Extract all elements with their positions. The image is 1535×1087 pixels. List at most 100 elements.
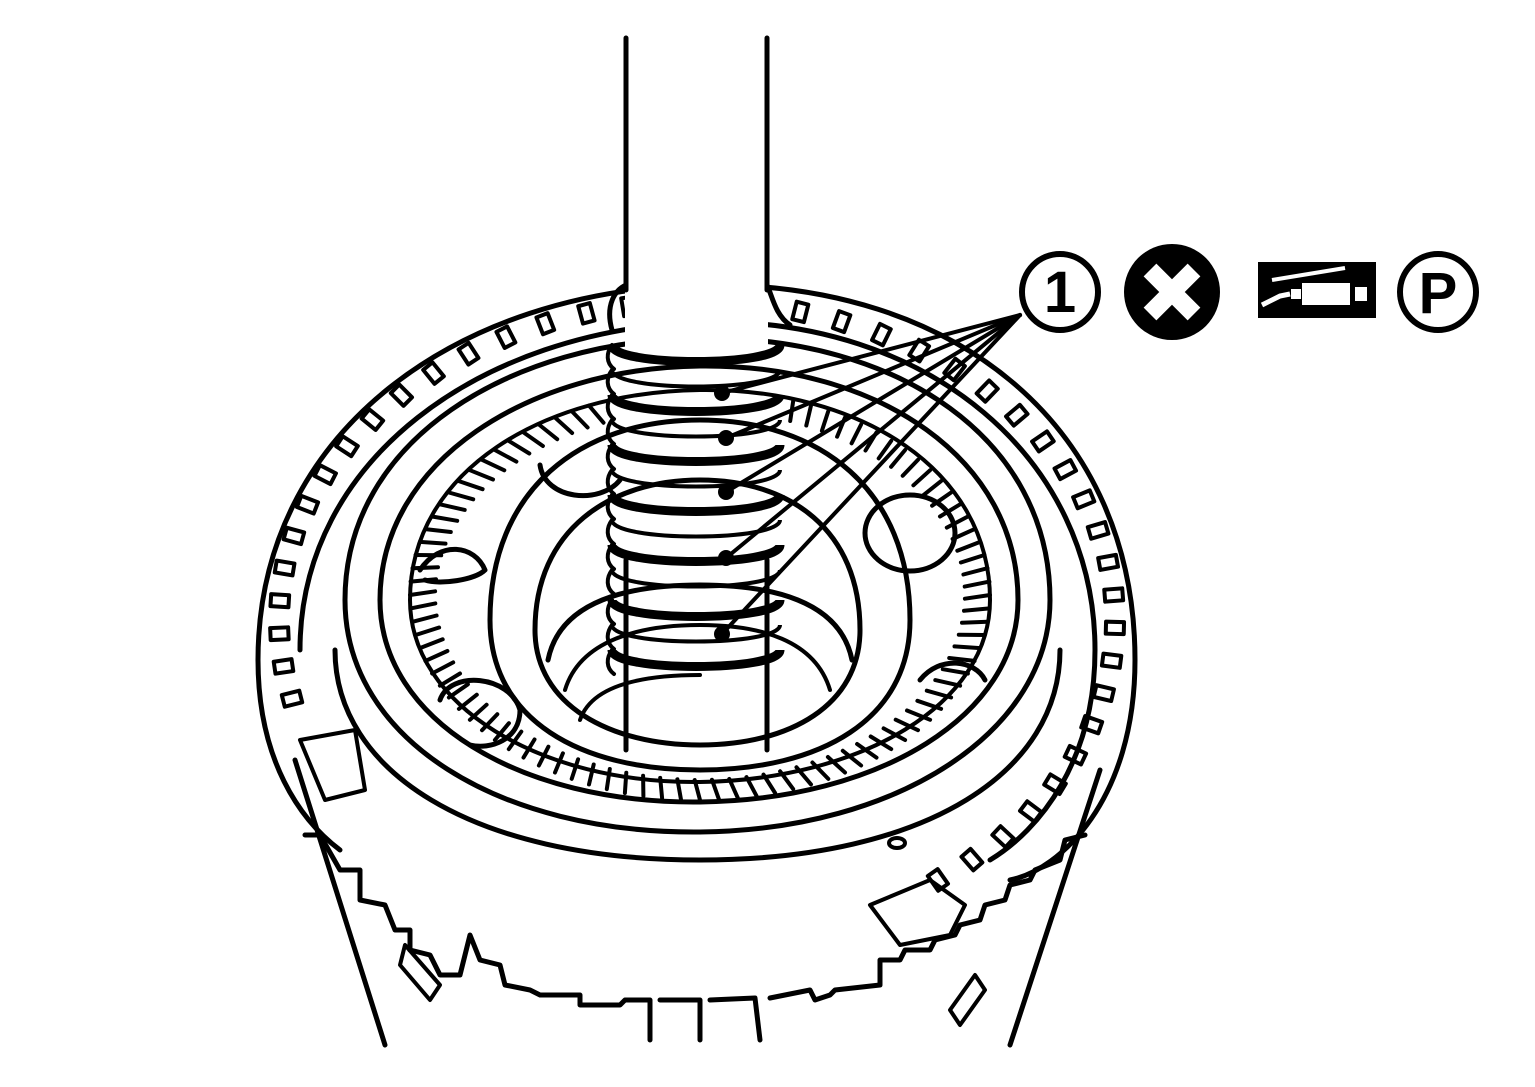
rim-notch [1052,458,1079,482]
seal-ring-edge [605,468,616,496]
petroleum-jelly-tube-icon [1258,262,1376,318]
gear-tooth [417,539,448,546]
gear-tooth [710,777,721,802]
rim-notch [990,824,1016,850]
gear-tooth [962,579,992,589]
gear-tooth [413,625,442,637]
gear-tooth [437,502,467,512]
rim-notch [1079,714,1105,736]
seal-ring-band [607,342,785,366]
gear-tooth [410,613,439,624]
ring-plate-outer [342,335,1053,835]
seal-ring-edge [605,598,616,626]
gear-tooth [921,479,944,498]
callout-number: 1 [1044,260,1076,325]
hub-ring-4 [563,623,832,692]
rim-notch [1096,552,1121,572]
seal-ring-band [607,492,785,516]
gear-tooth [955,539,983,553]
seal-ring-edge [605,418,616,446]
leader-line-4 [724,313,1022,560]
seal-ring-band [610,369,782,389]
seal-ring-band [607,442,785,466]
gear-tooth [819,409,831,433]
gear-tooth [924,688,954,700]
gear-tooth [744,775,759,799]
gear-tooth [417,637,445,651]
rim-notch [1071,488,1097,511]
rim-notch [334,434,360,459]
gear-tooth [855,742,879,760]
seal-ring-edge [605,443,616,471]
rim-notch [1062,743,1089,767]
rim-notch [281,525,307,547]
drum-slot-3 [298,728,367,802]
rim-notch [388,382,415,408]
gear-tooth [840,748,864,768]
gear-tooth [727,776,740,801]
drum-inner-rim [297,319,1098,863]
gear-tooth [456,479,485,492]
rim-notch [534,311,557,337]
gear-tooth [881,726,908,742]
gear-tooth [521,737,537,760]
gear-teeth [408,398,992,802]
seal-ring-band [610,469,782,489]
seal-ring-edge [605,648,616,676]
gear-tooth [506,438,532,456]
gear-tooth [408,601,438,611]
gear-tooth [893,717,920,733]
gear-tooth [915,698,944,711]
seal-ring-edge [605,493,616,521]
rim-notch [268,625,291,643]
rim-notch [1091,683,1116,704]
rim-notch [974,378,1000,404]
rim-notch [421,360,446,386]
rim-notch [1085,520,1111,541]
gear-tooth [905,708,933,722]
gear-tooth [952,644,983,651]
gear-tooth [506,729,524,752]
gear-tooth [536,422,560,442]
gear-tooth [900,457,920,478]
drum-slot-2 [948,973,987,1027]
gear-tooth [940,667,970,676]
rim-notch [279,688,305,709]
rim-notch [790,299,811,325]
drum-slot-1 [398,943,442,1002]
rim-notch [1042,772,1068,796]
rim-notch [272,558,297,578]
gear-tooth [492,448,519,464]
callout-circle [1019,251,1101,333]
gear-tooth [958,553,987,565]
gear-tooth [408,589,438,597]
rim-notch [312,463,338,487]
gear-tooth [962,606,992,613]
plate-hole-right-lower [917,660,988,683]
rim-notch [830,309,853,335]
callout-label: 1 [1019,251,1101,333]
gear-tooth [960,619,990,625]
gear-tooth [467,702,489,722]
gear-tooth [675,777,683,802]
rim-notch [959,846,985,873]
ring-plate-inner [377,363,1021,805]
drum-outer-rim-left [255,657,343,853]
seal-ring-edge [605,393,616,421]
gear-tooth [794,765,813,787]
seal-ring-edge [605,543,616,571]
rim-notch [1103,619,1127,637]
seal-ring-band [610,519,782,539]
rim-notch [294,493,321,516]
gear-tooth [933,678,963,688]
gear-tooth [423,527,453,534]
plate-hole-left [417,546,488,585]
p-symbol-letter: P [1419,261,1458,326]
seal-ring-edge [605,568,616,596]
leader-dot-4 [718,550,734,566]
rim-notch [1004,402,1030,428]
gear-tooth [569,409,590,430]
gear-tooth [492,721,511,742]
gear-tooth [480,457,507,473]
